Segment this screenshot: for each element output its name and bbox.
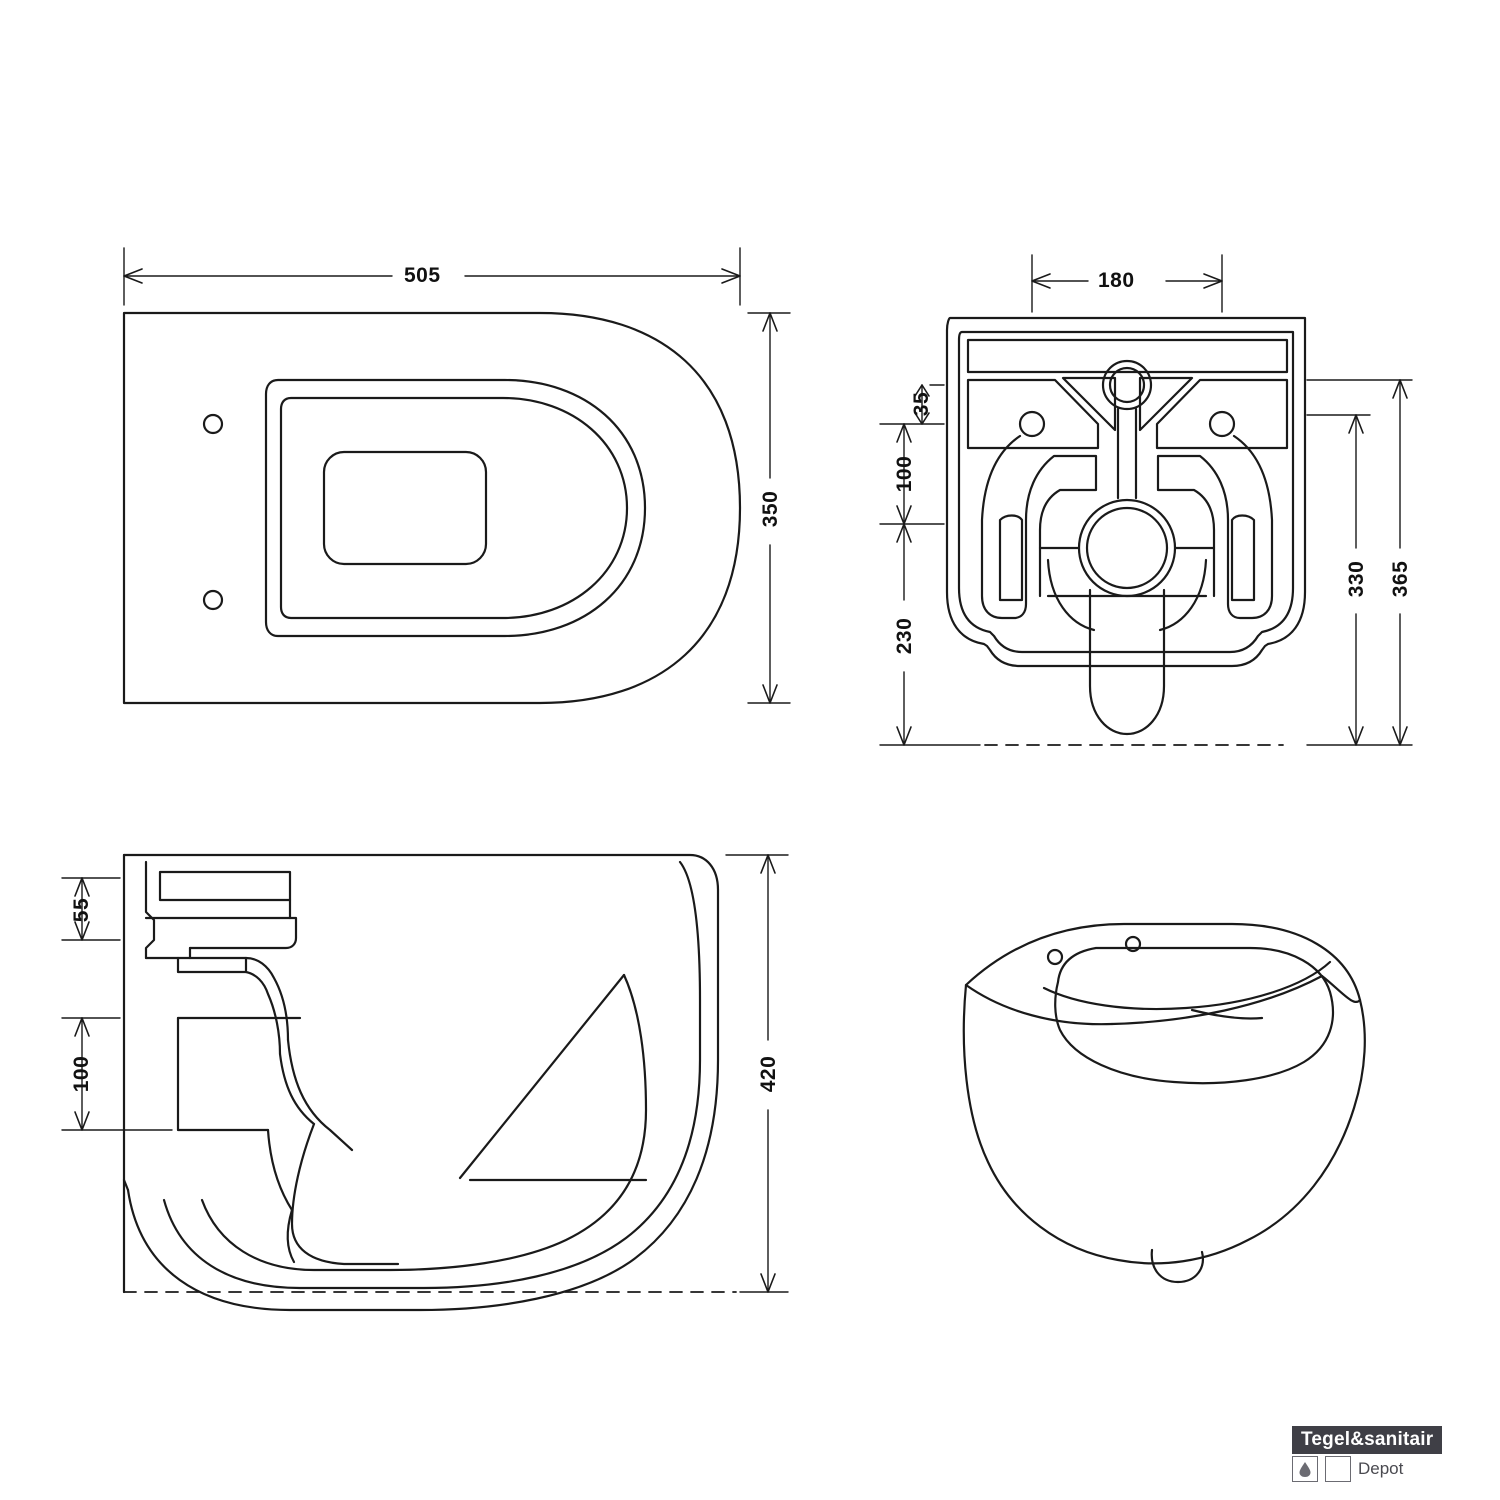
dim-365 [1392, 379, 1408, 746]
perspective-view-outline [962, 922, 1366, 1284]
dim-label-100-side: 100 [70, 1055, 93, 1093]
dim-label-365: 365 [1389, 560, 1412, 598]
rear-right-extensions [1306, 379, 1413, 746]
dim-label-330: 330 [1345, 560, 1368, 598]
rear-left-extensions [879, 384, 981, 746]
dim-label-35: 35 [910, 391, 933, 417]
dim-label-420: 420 [757, 1055, 780, 1093]
dim-55 [74, 877, 90, 941]
dim-230 [896, 523, 912, 746]
dim-label-55: 55 [70, 897, 93, 923]
dim-180 [1031, 254, 1223, 313]
rear-view-outline [945, 316, 1307, 746]
side-section-outline [122, 853, 737, 1312]
logo-secondary-text: Depot [1358, 1459, 1404, 1478]
dim-label-180: 180 [1098, 269, 1135, 292]
logo-primary-text: Tegel&sanitair [1292, 1426, 1443, 1454]
top-view-outline [122, 311, 742, 705]
dim-350 [747, 312, 791, 704]
brand-logo: Tegel&sanitair Depot [1292, 1426, 1482, 1482]
dim-label-350: 350 [759, 490, 782, 528]
dim-label-230: 230 [893, 617, 916, 655]
dim-100-side [74, 1017, 90, 1131]
dim-330 [1348, 414, 1364, 746]
dim-100-rear [896, 423, 912, 525]
logo-primary-row: Tegel&sanitair [1292, 1426, 1482, 1454]
dim-35 [914, 384, 930, 425]
dim-505 [123, 247, 741, 306]
logo-secondary-row: Depot [1292, 1456, 1482, 1482]
water-drop-icon [1292, 1456, 1318, 1482]
dim-label-505: 505 [404, 264, 441, 287]
side-left-extensions [61, 877, 173, 1131]
dim-label-100-rear: 100 [893, 455, 916, 493]
dim-420 [725, 854, 789, 1293]
tile-square-icon [1325, 1456, 1351, 1482]
